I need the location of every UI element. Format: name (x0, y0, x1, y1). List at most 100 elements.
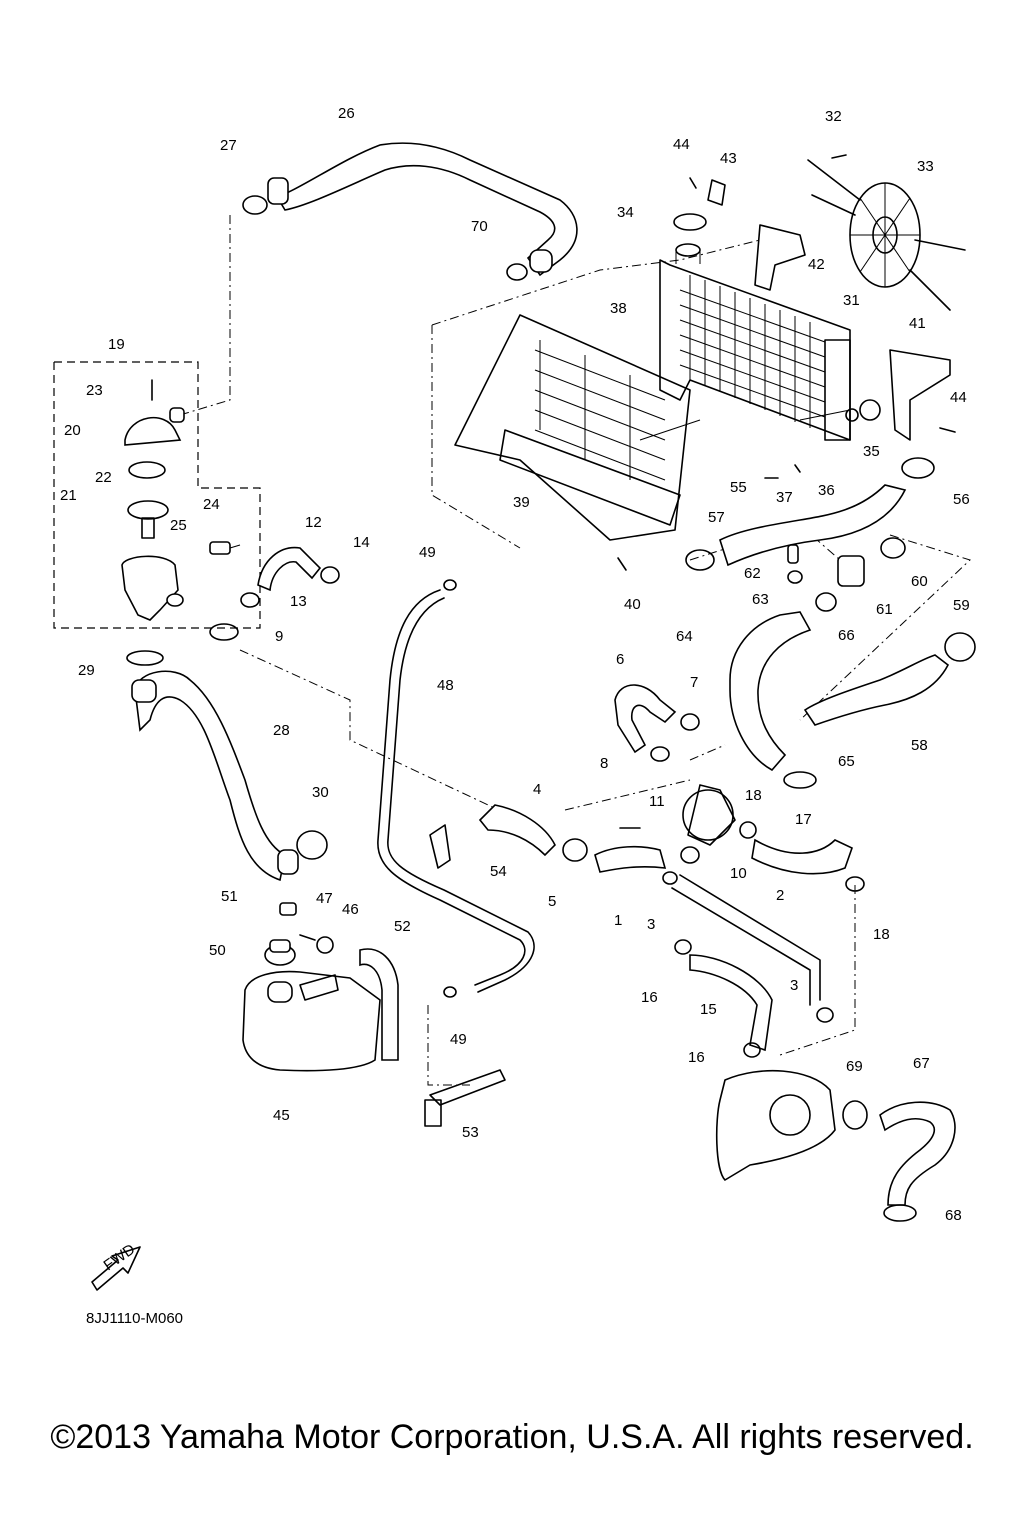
hose-17 (751, 838, 853, 875)
clamp-27 (242, 195, 268, 215)
clamp-3b (816, 1007, 834, 1023)
callout: 37 (776, 489, 793, 506)
callout: 14 (353, 534, 370, 551)
callout: 68 (945, 1207, 962, 1224)
clamp-8 (650, 746, 670, 762)
radiator-shroud (454, 314, 691, 541)
bolts (151, 154, 956, 941)
clamp-18a (739, 821, 757, 839)
callout: 47 (316, 890, 333, 907)
clamp-56 (901, 457, 935, 479)
callout: 69 (846, 1058, 863, 1075)
clamp-68 (883, 1204, 917, 1222)
callout: 60 (911, 573, 928, 590)
callout: 16 (641, 989, 658, 1006)
fwd-label: FWD (101, 1241, 139, 1275)
hose-28 (131, 670, 299, 882)
clamp-49a (443, 579, 457, 591)
clamp-63 (787, 570, 803, 584)
grommet-46 (316, 936, 334, 954)
hose-55 (719, 484, 907, 567)
callout: 4 (533, 781, 541, 798)
grommet-35 (859, 399, 881, 421)
callout: 42 (808, 256, 825, 273)
callout: 32 (825, 108, 842, 125)
hose-67 (879, 1101, 956, 1206)
callout: 63 (752, 591, 769, 608)
callout: 3 (790, 977, 798, 994)
callout: 57 (708, 509, 725, 526)
clamps (126, 195, 976, 1222)
radiator (659, 259, 859, 441)
callout: 51 (221, 888, 238, 905)
callout: 52 (394, 918, 411, 935)
callout: 28 (273, 722, 290, 739)
callout: 12 (305, 514, 322, 531)
callout: 50 (209, 942, 226, 959)
hose-58 (803, 654, 950, 726)
callout: 53 (462, 1124, 479, 1141)
callout: 1 (614, 912, 622, 929)
callout: 17 (795, 811, 812, 828)
callout: 3 (647, 916, 655, 933)
callout: 30 (312, 784, 329, 801)
callout: 55 (730, 479, 747, 496)
callout: 67 (913, 1055, 930, 1072)
clamp-5 (562, 838, 588, 862)
bolt-32 (831, 154, 847, 159)
clamp-65 (783, 771, 817, 789)
callout: 54 (490, 863, 507, 880)
water-pump (715, 1069, 836, 1181)
hose-2 (671, 874, 821, 1006)
radiator-cap (673, 213, 707, 264)
callout: 43 (720, 150, 737, 167)
clamp-14 (320, 566, 340, 584)
callout: 49 (450, 1031, 467, 1048)
plug-62 (787, 544, 799, 564)
callout-labels: 1 2 3 3 4 5 6 7 8 9 10 11 12 13 14 15 16… (60, 105, 970, 1224)
pipe-1 (594, 845, 667, 873)
callout: 36 (818, 482, 835, 499)
callout: 16 (688, 1049, 705, 1066)
bolt-40 (617, 557, 627, 571)
clamp-29 (126, 650, 164, 666)
callout: 27 (220, 137, 237, 154)
callout: 8 (600, 755, 608, 772)
nut-36 (794, 464, 801, 473)
clamp-54 (429, 824, 451, 869)
hose-6 (614, 684, 677, 754)
thermostat-cover (124, 407, 185, 446)
hose-64 (729, 611, 812, 772)
bolt-44a (689, 177, 697, 189)
bolt-44b (939, 427, 956, 433)
upper-radiator-hose (267, 142, 578, 277)
reservoir-cap (264, 939, 296, 966)
joint-61 (837, 555, 865, 587)
callout: 10 (730, 865, 747, 882)
band-53 (424, 1069, 506, 1127)
callout: 9 (275, 628, 283, 645)
callout: 64 (676, 628, 693, 645)
callout: 56 (953, 491, 970, 508)
callout: 45 (273, 1107, 290, 1124)
hose-12 (257, 546, 322, 592)
callout: 6 (616, 651, 624, 668)
callout: 46 (342, 901, 359, 918)
callout: 2 (776, 887, 784, 904)
callout: 19 (108, 336, 125, 353)
thermostat-housing (121, 555, 184, 621)
callout: 33 (917, 158, 934, 175)
callout: 38 (610, 300, 627, 317)
callout: 29 (78, 662, 95, 679)
clamp-59 (944, 632, 976, 662)
callout: 70 (471, 218, 488, 235)
callout: 40 (624, 596, 641, 613)
callout: 39 (513, 494, 530, 511)
bracket-43 (707, 179, 726, 206)
callout: 61 (876, 601, 893, 618)
callout: 59 (953, 597, 970, 614)
callout: 24 (203, 496, 220, 513)
callout: 13 (290, 593, 307, 610)
breather-hose-48 (377, 589, 535, 993)
